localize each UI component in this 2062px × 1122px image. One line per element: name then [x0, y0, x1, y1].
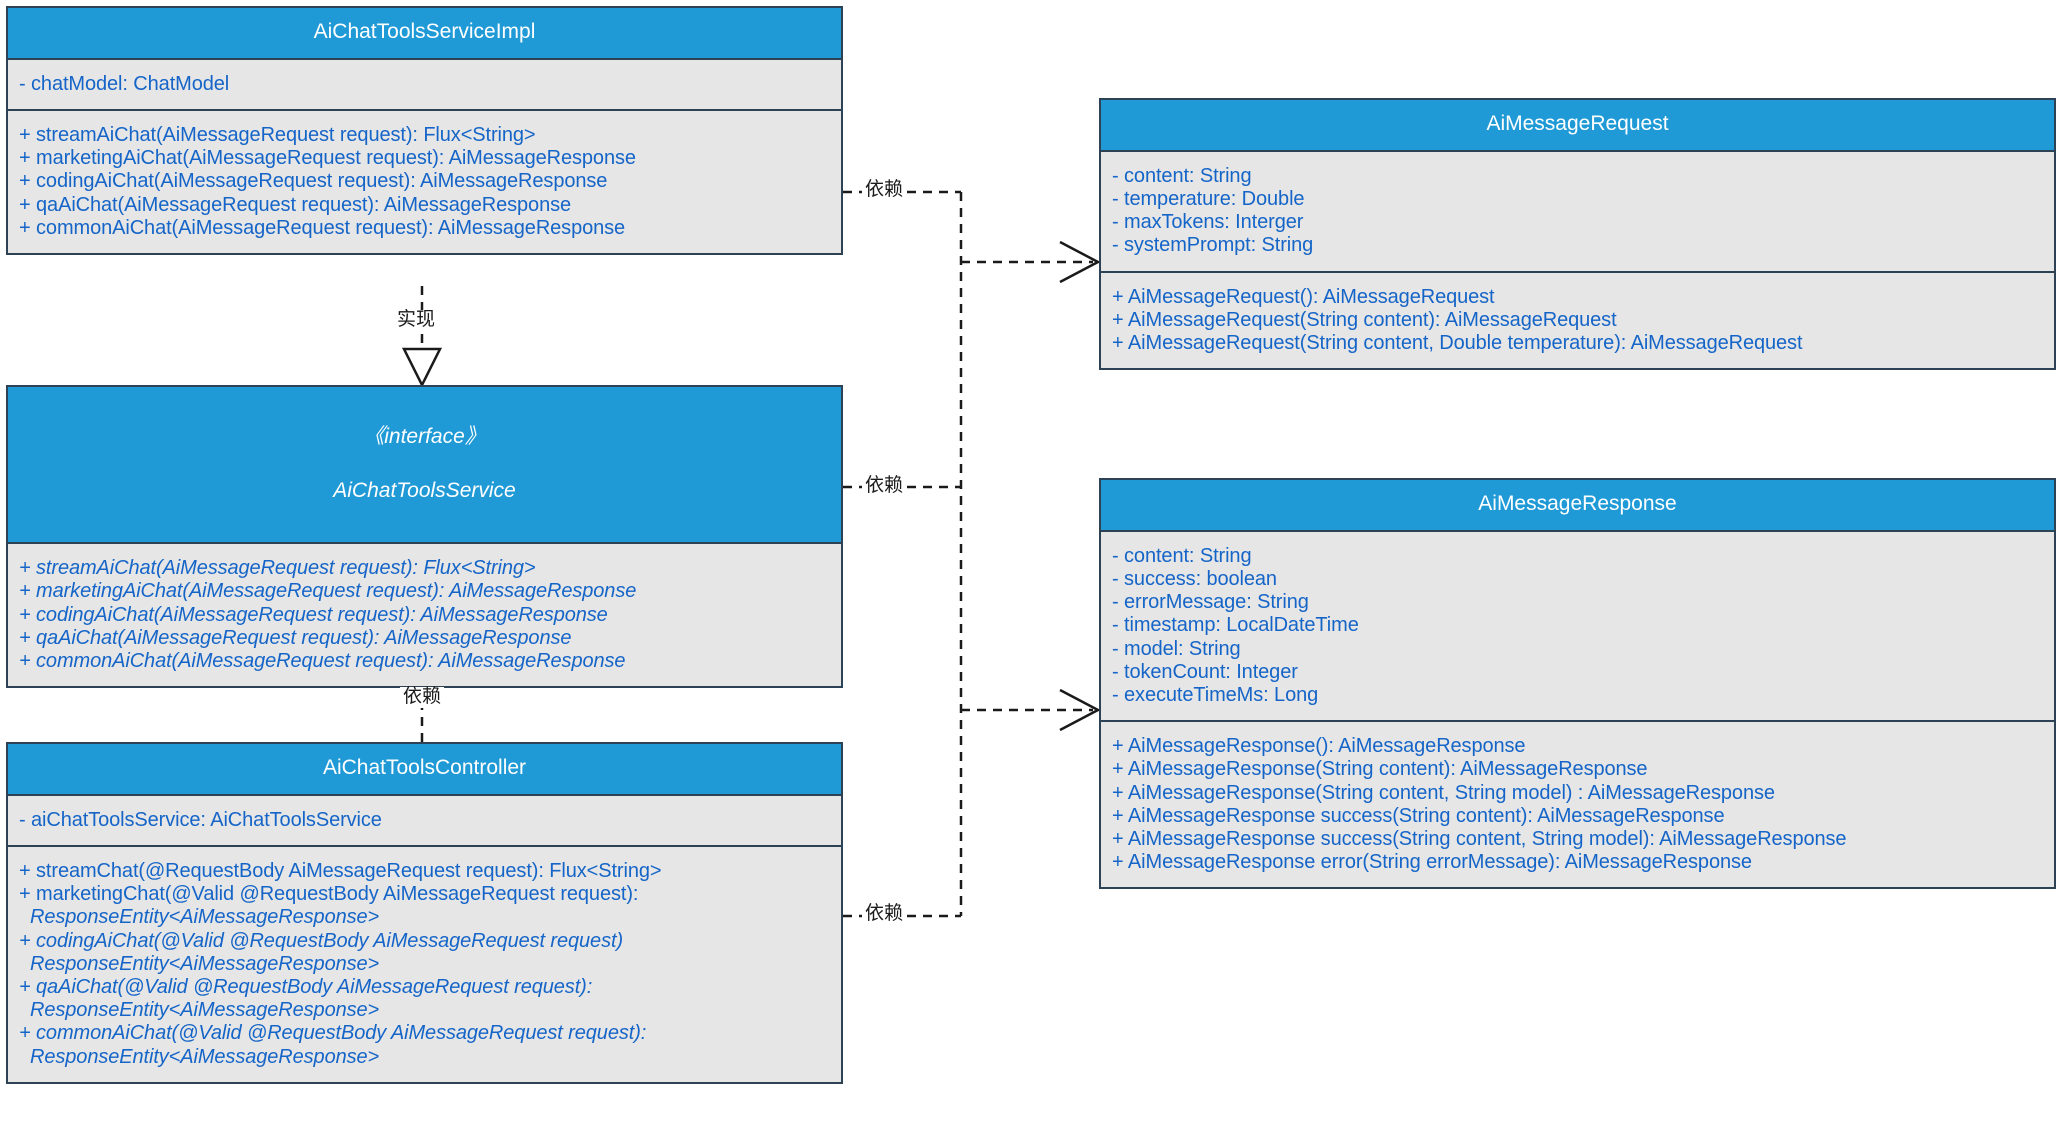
operation-row: + qaAiChat(AiMessageRequest request): Ai… — [19, 626, 572, 649]
class-title-ai-message-response: AiMessageResponse — [1101, 480, 2054, 532]
edge-label-controller-interface: 依赖 — [400, 686, 445, 708]
operations-compartment-message-response: + AiMessageResponse(): AiMessageResponse… — [1101, 720, 2054, 887]
class-box-ai-message-request[interactable]: AiMessageRequest - content: String - tem… — [1099, 98, 2056, 371]
attribute-row: - success: boolean — [1112, 568, 1277, 591]
operation-row: + codingAiChat(AiMessageRequest request)… — [19, 603, 608, 626]
operation-row: + AiMessageResponse(): AiMessageResponse — [1112, 735, 1526, 758]
operation-row: + marketingChat(@Valid @RequestBody AiMe… — [19, 883, 639, 906]
attribute-row: - maxTokens: Interger — [1112, 211, 1304, 234]
attribute-row: - timestamp: LocalDateTime — [1112, 614, 1359, 637]
attribute-row: - content: String — [1112, 164, 1252, 187]
attribute-row: - tokenCount: Integer — [1112, 660, 1298, 683]
attribute-row: - content: String — [1112, 544, 1252, 567]
attribute-row: - chatModel: ChatModel — [19, 72, 230, 95]
operation-row: + AiMessageRequest(): AiMessageRequest — [1112, 285, 1495, 308]
operation-row: + marketingAiChat(AiMessageRequest reque… — [19, 147, 636, 170]
dependency-arrowhead-response — [1059, 688, 1101, 732]
operation-row: + commonAiChat(@Valid @RequestBody AiMes… — [19, 1022, 647, 1045]
attributes-compartment-service-impl: - chatModel: ChatModel — [8, 60, 841, 109]
interface-name-label: AiChatToolsService — [333, 479, 516, 503]
operation-row: + AiMessageResponse success(String conte… — [1112, 827, 1847, 850]
operation-row: + AiMessageResponse(String content, Stri… — [1112, 781, 1775, 804]
operations-compartment-service-interface: + streamAiChat(AiMessageRequest request)… — [8, 544, 841, 686]
attribute-row: - systemPrompt: String — [1112, 234, 1314, 257]
operation-row: + commonAiChat(AiMessageRequest request)… — [19, 216, 626, 239]
operation-row: + streamAiChat(AiMessageRequest request)… — [19, 124, 536, 147]
attributes-compartment-message-response: - content: String - success: boolean - e… — [1101, 532, 2054, 720]
operation-row: + streamChat(@RequestBody AiMessageReque… — [19, 860, 662, 883]
operations-compartment-controller: + streamChat(@RequestBody AiMessageReque… — [8, 845, 841, 1082]
operation-row: + commonAiChat(AiMessageRequest request)… — [19, 649, 626, 672]
attribute-row: - errorMessage: String — [1112, 591, 1309, 614]
operation-row-continuation: ResponseEntity<AiMessageResponse> — [30, 1045, 380, 1068]
operation-row-continuation: ResponseEntity<AiMessageResponse> — [30, 952, 380, 975]
class-box-ai-chat-tools-service-impl[interactable]: AiChatToolsServiceImpl - chatModel: Chat… — [6, 6, 843, 255]
class-box-ai-chat-tools-service[interactable]: 《interface》 AiChatToolsService + streamA… — [6, 385, 843, 689]
operation-row: + codingAiChat(@Valid @RequestBody AiMes… — [19, 929, 624, 952]
operation-row: + qaAiChat(@Valid @RequestBody AiMessage… — [19, 976, 593, 998]
edge-label-controller-response: 依赖 — [862, 903, 907, 925]
operation-row: + AiMessageResponse success(String conte… — [1112, 804, 1725, 827]
attributes-compartment-message-request: - content: String - temperature: Double … — [1101, 152, 2054, 271]
operations-compartment-service-impl: + streamAiChat(AiMessageRequest request)… — [8, 109, 841, 253]
dependency-arrowhead-request — [1059, 240, 1101, 284]
class-title-ai-chat-tools-controller: AiChatToolsController — [8, 744, 841, 796]
operation-row: + AiMessageRequest(String content, Doubl… — [1112, 332, 1803, 354]
attributes-compartment-controller: - aiChatToolsService: AiChatToolsService — [8, 796, 841, 845]
edge-label-interface-response: 依赖 — [862, 475, 907, 497]
attribute-row: - model: String — [1112, 637, 1241, 660]
attribute-row: - aiChatToolsService: AiChatToolsService — [19, 808, 382, 831]
operation-row-continuation: ResponseEntity<AiMessageResponse> — [30, 906, 380, 929]
edge-label-realization: 实现 — [394, 309, 439, 331]
operations-compartment-message-request: + AiMessageRequest(): AiMessageRequest +… — [1101, 270, 2054, 369]
operation-row: + codingAiChat(AiMessageRequest request)… — [19, 170, 608, 193]
class-box-ai-message-response[interactable]: AiMessageResponse - content: String - su… — [1099, 478, 2056, 890]
stereotype-label: 《interface》 — [363, 424, 486, 448]
operation-row: + streamAiChat(AiMessageRequest request)… — [19, 557, 536, 580]
class-title-ai-message-request: AiMessageRequest — [1101, 100, 2054, 152]
operation-row-continuation: ResponseEntity<AiMessageResponse> — [30, 999, 380, 1022]
attribute-row: - temperature: Double — [1112, 188, 1305, 211]
class-title-ai-chat-tools-service-impl: AiChatToolsServiceImpl — [8, 8, 841, 60]
attribute-row: - executeTimeMs: Long — [1112, 684, 1319, 706]
edge-label-impl-request: 依赖 — [862, 179, 907, 201]
operation-row: + AiMessageRequest(String content): AiMe… — [1112, 308, 1617, 331]
operation-row: + qaAiChat(AiMessageRequest request): Ai… — [19, 193, 572, 216]
operation-row: + AiMessageResponse error(String errorMe… — [1112, 851, 1752, 874]
operation-row: + marketingAiChat(AiMessageRequest reque… — [19, 580, 637, 603]
realization-arrowhead — [401, 347, 443, 388]
class-box-ai-chat-tools-controller[interactable]: AiChatToolsController - aiChatToolsServi… — [6, 742, 843, 1084]
class-title-ai-chat-tools-service: 《interface》 AiChatToolsService — [8, 387, 841, 545]
operation-row: + AiMessageResponse(String content): AiM… — [1112, 758, 1648, 781]
